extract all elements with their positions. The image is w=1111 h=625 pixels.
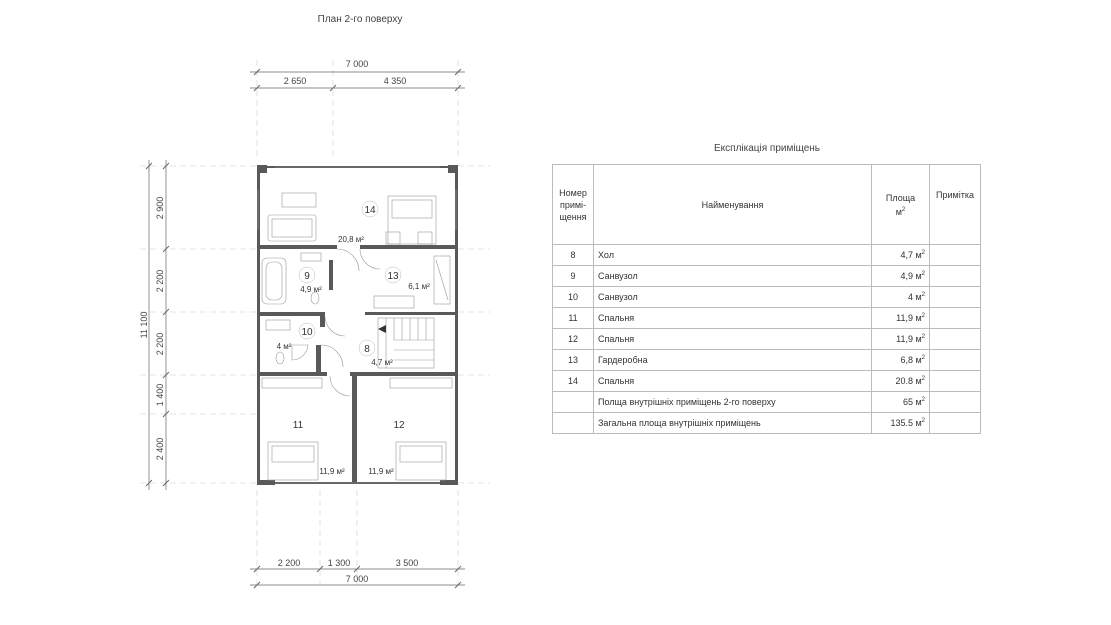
windows bbox=[257, 166, 457, 484]
stairs-arrow-icon bbox=[378, 325, 386, 333]
dim-bottom-total: 7 000 bbox=[346, 574, 369, 584]
dim-bottom-left: 2 200 bbox=[278, 558, 301, 568]
room-9-number: 9 bbox=[304, 271, 310, 282]
explication-title: Експлікація приміщень bbox=[714, 143, 820, 154]
dim-left-4: 1 400 bbox=[155, 384, 165, 407]
plan-title: План 2-го поверху bbox=[317, 14, 403, 25]
room-10-marker bbox=[298, 322, 316, 340]
dim-left-3: 2 200 bbox=[155, 333, 165, 356]
dim-left-5: 2 400 bbox=[155, 438, 165, 461]
dim-left-2: 2 200 bbox=[155, 270, 165, 293]
dim-top-total: 7 000 bbox=[346, 59, 369, 69]
room-10-area: 4 м² bbox=[277, 342, 292, 351]
dimension-lines bbox=[145, 68, 465, 589]
header-name: Найменування bbox=[593, 164, 872, 245]
room-9-marker bbox=[298, 266, 316, 284]
room-14-marker bbox=[361, 200, 379, 218]
room-12-number: 12 bbox=[393, 420, 405, 431]
room-8-area: 4,7 м² bbox=[371, 358, 393, 367]
room-14-area: 20,8 м² bbox=[338, 235, 364, 244]
dim-left-1: 2 900 bbox=[155, 197, 165, 220]
room-8-number: 8 bbox=[364, 344, 370, 355]
room-11-number: 11 bbox=[293, 420, 304, 431]
room-10-number: 10 bbox=[301, 327, 313, 338]
room-11-area: 11,9 м² bbox=[319, 467, 345, 476]
room-9-area: 4,9 м² bbox=[300, 285, 322, 294]
room-13-marker bbox=[384, 266, 402, 284]
walls bbox=[257, 165, 458, 485]
axis-lines bbox=[140, 60, 490, 585]
dim-top-left: 2 650 bbox=[284, 76, 307, 86]
room-8-marker bbox=[358, 339, 376, 357]
room-13-area: 6,1 м² bbox=[408, 282, 430, 291]
room-14-number: 14 bbox=[364, 205, 376, 216]
dim-left-total: 11 100 bbox=[139, 312, 149, 339]
header-num: Номер примі-щення bbox=[552, 164, 594, 245]
dim-bottom-mid: 1 300 bbox=[328, 558, 351, 568]
room-12-area: 11,9 м² bbox=[368, 467, 394, 476]
header-note: Примітка bbox=[929, 164, 981, 245]
dim-top-right: 4 350 bbox=[384, 76, 407, 86]
room-13-number: 13 bbox=[387, 271, 399, 282]
dim-bottom-right: 3 500 bbox=[396, 558, 419, 568]
